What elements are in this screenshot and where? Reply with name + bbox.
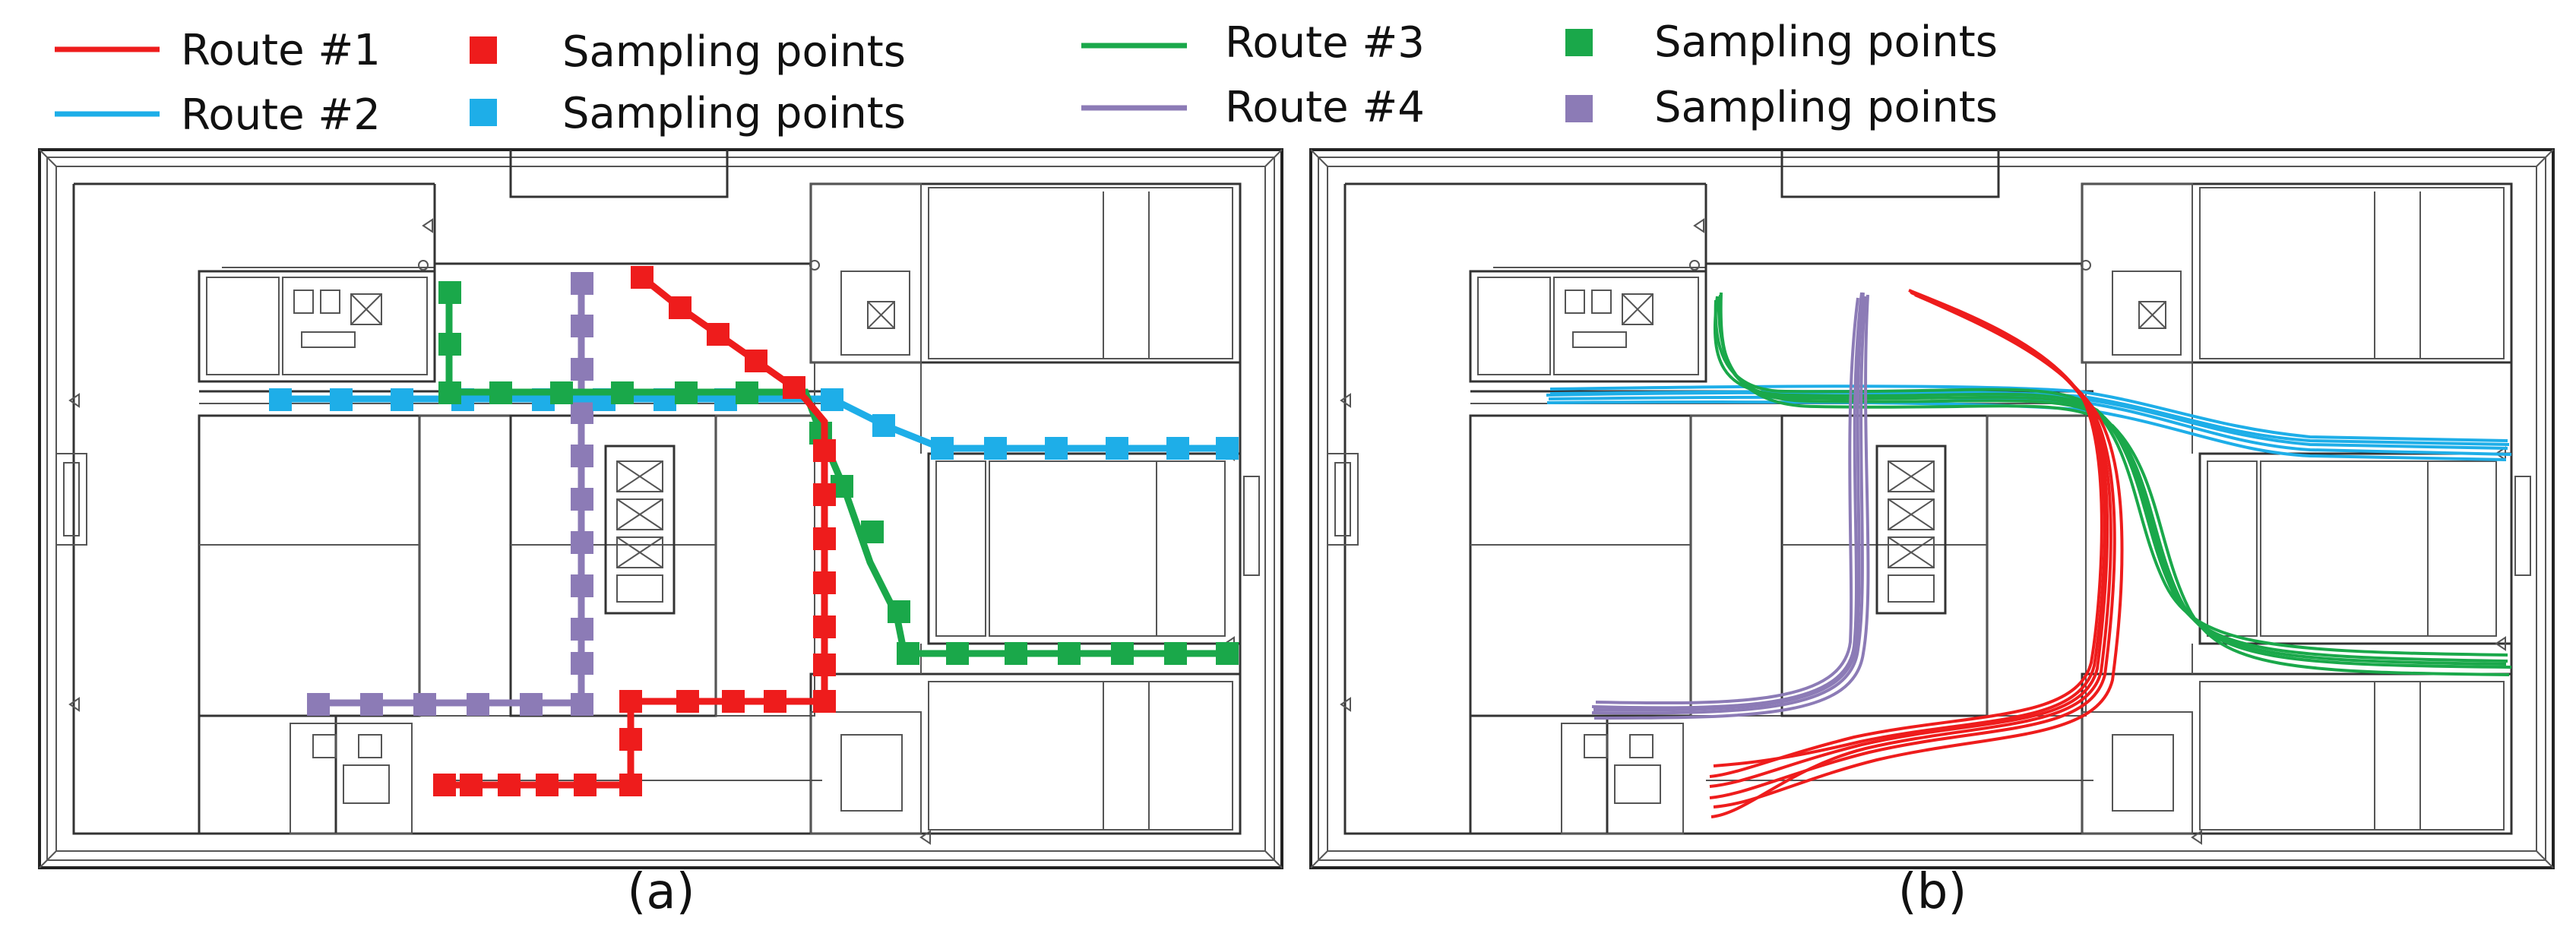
legend-square-sampling-3 <box>1565 29 1593 56</box>
legend-label-sampling-4: Sampling points <box>1654 83 1998 132</box>
route-2-a-line <box>281 395 1231 452</box>
panel-a-label: (a) <box>627 864 695 920</box>
legend-item-route-4: Route #4 <box>1081 83 1425 132</box>
legend-square-sampling-4 <box>1565 95 1593 122</box>
legend: Route #1 Sampling points Route #2 Sampli… <box>55 17 1998 140</box>
legend-item-sampling-4: Sampling points <box>1565 83 1998 132</box>
route-4-a-points <box>307 272 593 716</box>
panel-b-label: (b) <box>1898 864 1967 920</box>
legend-item-route-1: Route #1 <box>55 26 381 75</box>
route-3-a <box>438 281 1239 665</box>
legend-label-sampling-1: Sampling points <box>562 27 906 77</box>
legend-item-sampling-1: Sampling points <box>470 27 906 77</box>
legend-square-sampling-1 <box>470 36 497 64</box>
legend-label-route-3: Route #3 <box>1225 18 1425 68</box>
legend-label-route-4: Route #4 <box>1225 83 1425 132</box>
legend-square-sampling-2 <box>470 99 497 126</box>
floor-plan-a <box>38 148 1283 869</box>
panel-a: (a) <box>38 148 1283 920</box>
route-3-a-line <box>445 293 1231 657</box>
route-4-b-trajectories <box>1591 292 1870 720</box>
legend-item-route-3: Route #3 <box>1081 18 1425 68</box>
panel-b: (b) <box>1309 148 2555 920</box>
route-1-a-points <box>433 266 836 796</box>
route-1-b-trajectories <box>1709 289 2124 818</box>
legend-item-sampling-3: Sampling points <box>1565 17 1998 67</box>
legend-label-route-1: Route #1 <box>181 26 381 75</box>
legend-item-route-2: Route #2 <box>55 90 381 140</box>
floor-plan-b <box>1309 148 2555 869</box>
route-4-a <box>307 272 593 716</box>
route-1-a <box>433 266 836 796</box>
legend-label-route-2: Route #2 <box>181 90 381 140</box>
route-3-a-points <box>438 281 1239 665</box>
legend-label-sampling-3: Sampling points <box>1654 17 1998 67</box>
legend-item-sampling-2: Sampling points <box>470 89 906 138</box>
legend-label-sampling-2: Sampling points <box>562 89 906 138</box>
